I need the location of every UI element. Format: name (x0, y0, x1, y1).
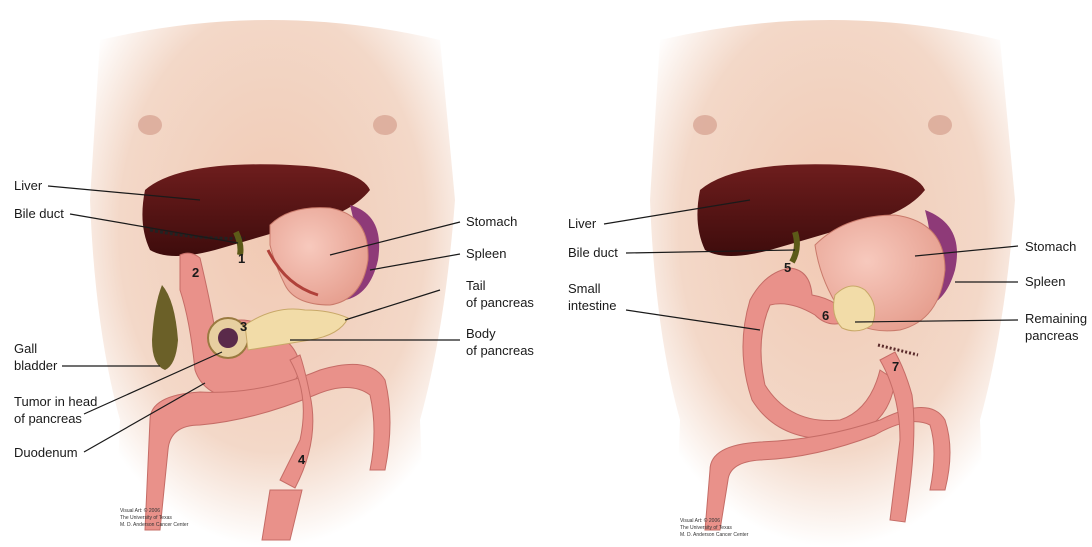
left-number-3: 3 (240, 319, 247, 334)
left-label-body-1: Body (466, 326, 496, 341)
left-label-gall-1: Gall (14, 341, 37, 356)
right-label-small-2: intestine (568, 298, 616, 313)
right-label-bile-duct: Bile duct (568, 245, 618, 260)
left-credit-1: Visual Art: © 2006 (120, 507, 160, 514)
left-nipple-right (373, 115, 397, 135)
left-label-liver: Liver (14, 178, 43, 193)
left-number-2: 2 (192, 265, 199, 280)
right-label-liver: Liver (568, 216, 597, 231)
left-label-duodenum: Duodenum (14, 445, 78, 460)
right-credit-1: Visual Art: © 2006 (680, 517, 720, 524)
right-label-remaining-2: pancreas (1025, 328, 1079, 343)
left-label-tumor-1: Tumor in head (14, 394, 97, 409)
right-label-small-1: Small (568, 281, 601, 296)
left-credit-2: The University of Texas (120, 515, 172, 521)
left-label-tail-2: of pancreas (466, 295, 534, 310)
left-panel: 1 2 3 4 Liver Bile duct Gall bladder Tum… (14, 20, 534, 547)
left-label-tumor-2: of pancreas (14, 411, 82, 426)
left-credit-3: M. D. Anderson Cancer Center (120, 522, 189, 528)
right-label-spleen: Spleen (1025, 274, 1065, 289)
left-number-1: 1 (238, 251, 245, 266)
left-tumor-core (218, 328, 238, 348)
right-nipple-right (928, 115, 952, 135)
right-number-5: 5 (784, 260, 791, 275)
left-nipple-left (138, 115, 162, 135)
right-panel: 5 6 7 Liver Bile duct Small intestine St… (568, 20, 1087, 547)
right-credit-3: M. D. Anderson Cancer Center (680, 532, 749, 538)
left-label-gall-2: bladder (14, 358, 58, 373)
right-credit-2: The University of Texas (680, 525, 732, 531)
right-label-remaining-1: Remaining (1025, 311, 1087, 326)
left-number-4: 4 (298, 452, 306, 467)
right-number-7: 7 (892, 359, 899, 374)
left-label-bile-duct: Bile duct (14, 206, 64, 221)
left-torso (90, 20, 455, 547)
left-label-tail-1: Tail (466, 278, 486, 293)
right-label-stomach: Stomach (1025, 239, 1076, 254)
right-nipple-left (693, 115, 717, 135)
right-number-6: 6 (822, 308, 829, 323)
left-label-stomach: Stomach (466, 214, 517, 229)
left-label-body-2: of pancreas (466, 343, 534, 358)
left-label-spleen: Spleen (466, 246, 506, 261)
